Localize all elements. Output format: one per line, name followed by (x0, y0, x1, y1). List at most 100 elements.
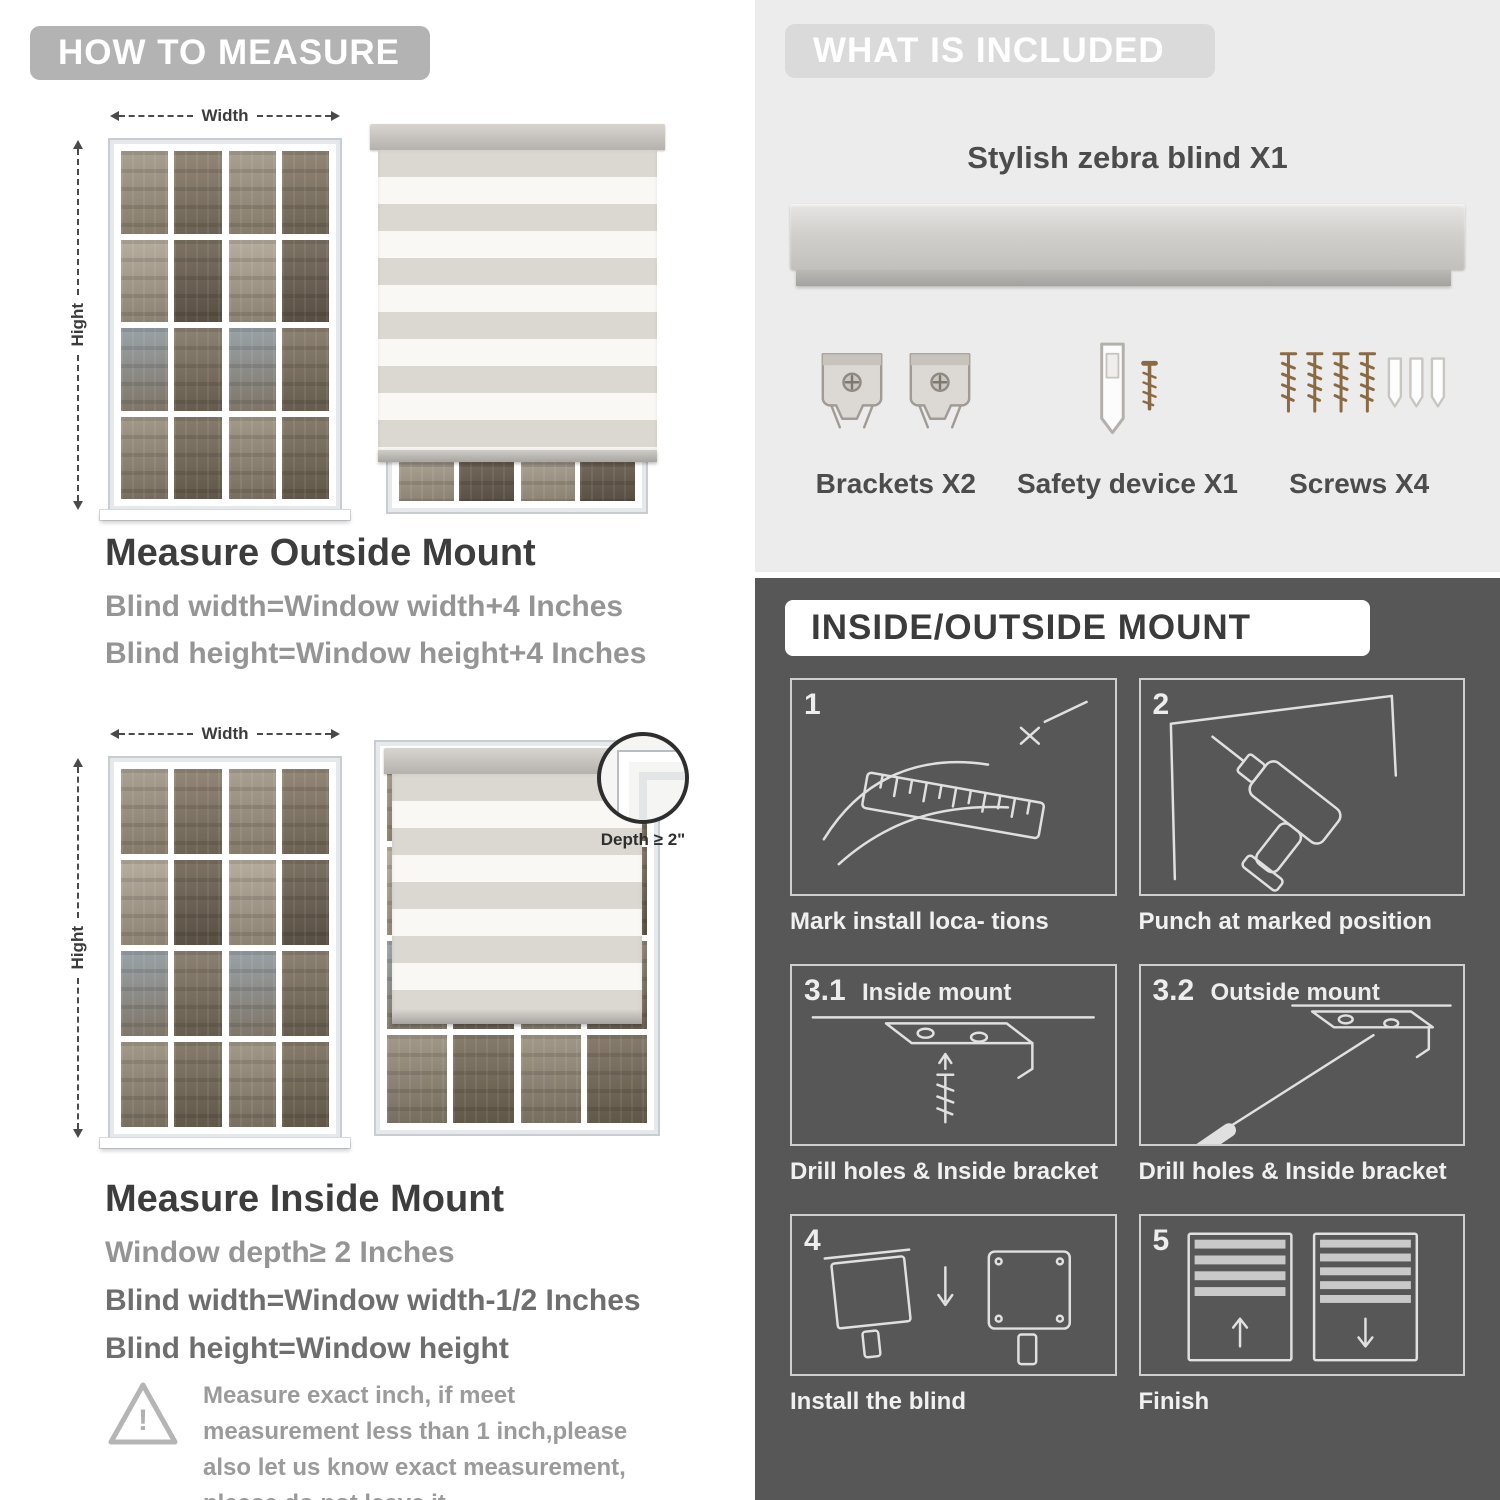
blind-headrail (370, 124, 665, 150)
what-is-included-section: WHAT IS INCLUDED Stylish zebra blind X1 (755, 0, 1500, 572)
window-pane (174, 151, 222, 234)
window-pane (281, 151, 329, 234)
what-is-included-header: WHAT IS INCLUDED (785, 24, 1215, 78)
width-label: Width (201, 106, 249, 125)
window-pane (121, 239, 169, 322)
included-item-screws: Screws X4 (1243, 316, 1475, 500)
window-pane (174, 951, 222, 1036)
arrow-right-icon (331, 111, 340, 121)
depth-callout: Depth ≥ 2" (588, 732, 698, 850)
warning-icon: ! (105, 1378, 181, 1450)
step-5: 5 (1138, 1214, 1465, 1416)
step-number: 2 (1152, 688, 1170, 721)
step-number: 4 (804, 1224, 821, 1257)
included-items-row: Brackets X2 Safety device X1 (780, 316, 1475, 500)
window-pane (453, 1035, 514, 1123)
window-pane (228, 769, 276, 854)
window-pane (520, 1035, 581, 1123)
zebra-blind (370, 124, 665, 462)
window-pane (281, 769, 329, 854)
mount-title: INSIDE/OUTSIDE MOUNT (811, 608, 1252, 647)
outside-mount-figure: Width Hight (0, 100, 720, 530)
window-pane (121, 328, 169, 411)
width-dimension-arrow: Width (110, 724, 340, 744)
window-pane (121, 151, 169, 234)
step-caption: Finish (1138, 1388, 1210, 1415)
step-number: 1 (804, 688, 821, 721)
step-number: 3.1 (804, 974, 846, 1007)
step-caption: Punch at marked position (1138, 908, 1432, 935)
window-pane (174, 416, 222, 499)
step-number: 5 (1152, 1224, 1170, 1257)
window-sash (121, 151, 222, 499)
blind-stripes (392, 774, 642, 1012)
inside-mount-figure: Width Hight (0, 718, 720, 1148)
inside-formula-depth: Window depth≥ 2 Inches (105, 1236, 455, 1269)
outside-mount-title: Measure Outside Mount (105, 532, 536, 574)
safety-device-label: Safety device X1 (1016, 468, 1239, 499)
step-sublabel: Outside mount (1210, 979, 1380, 1006)
arrow-left-icon (110, 111, 119, 121)
window-sill (100, 1138, 350, 1148)
arrow-right-icon (331, 729, 340, 739)
step-caption: Drill holes & Inside bracket (790, 1158, 1099, 1185)
how-to-measure-title: HOW TO MEASURE (58, 33, 400, 72)
blind-bottom-rail (378, 450, 657, 462)
window-sash (228, 769, 329, 1127)
arrow-down-icon (73, 501, 83, 510)
height-dimension-arrow: Hight (68, 758, 88, 1138)
install-blind-illustration (823, 1248, 1072, 1366)
inside-bracket-illustration (811, 1016, 1095, 1124)
blind-stripes (378, 150, 657, 450)
blind-bottom-rail (392, 1012, 642, 1024)
outside-formula-width: Blind width=Window width+4 Inches (105, 590, 624, 623)
drill-illustration (1169, 694, 1397, 892)
safety-device-icon (1099, 342, 1158, 435)
finish-illustration (1186, 1232, 1418, 1362)
outside-formula-height: Blind height=Window height+4 Inches (105, 637, 647, 670)
measurement-note: ! Measure exact inch, if meet measuremen… (105, 1378, 665, 1500)
included-item-safety-device: Safety device X1 (1012, 316, 1244, 500)
window-pane (281, 328, 329, 411)
step-caption: Install the blind (790, 1388, 967, 1415)
how-to-measure-section: HOW TO MEASURE Width Hight (0, 0, 720, 1500)
magnifier-circle-icon (597, 732, 689, 824)
window-pane (228, 151, 276, 234)
window-pane (281, 1042, 329, 1127)
window-pane (174, 860, 222, 945)
width-label: Width (201, 724, 249, 743)
window-pane (121, 769, 169, 854)
blind-product-label: Stylish zebra blind X1 (967, 140, 1288, 175)
included-item-brackets: Brackets X2 (780, 316, 1012, 500)
outside-bracket-illustration (1195, 1004, 1452, 1144)
window-pane (281, 951, 329, 1036)
step-caption: Mark install loca- tions (790, 908, 1049, 935)
window-pane (586, 1035, 647, 1123)
step-sublabel: Inside mount (862, 979, 1012, 1006)
step-3-2: 3.2 Outside mount (1138, 964, 1465, 1186)
arrow-up-icon (73, 140, 83, 149)
window-pane (228, 860, 276, 945)
window-sash (121, 769, 222, 1127)
window-pane (121, 1042, 169, 1127)
window-pane (174, 239, 222, 322)
window-pane (387, 1035, 448, 1123)
what-is-included-title: WHAT IS INCLUDED (813, 31, 1165, 70)
screws-icon (1279, 352, 1446, 413)
window-pane (281, 239, 329, 322)
height-label: Hight (68, 926, 87, 970)
window-pane (174, 328, 222, 411)
window-pane (228, 328, 276, 411)
window-illustration (100, 140, 350, 520)
arrow-left-icon (110, 729, 119, 739)
height-label: Hight (68, 303, 87, 347)
step-caption: Drill holes & Inside bracket (1138, 1158, 1447, 1185)
step-1: 1 Mar (790, 678, 1117, 936)
height-dimension-arrow: Hight (68, 140, 88, 510)
headrail-illustration (790, 204, 1465, 286)
bracket-icon (909, 353, 971, 429)
step-3-1: 3.1 Inside mount (790, 964, 1117, 1186)
step-4: 4 (790, 1214, 1117, 1416)
window-pane (174, 769, 222, 854)
